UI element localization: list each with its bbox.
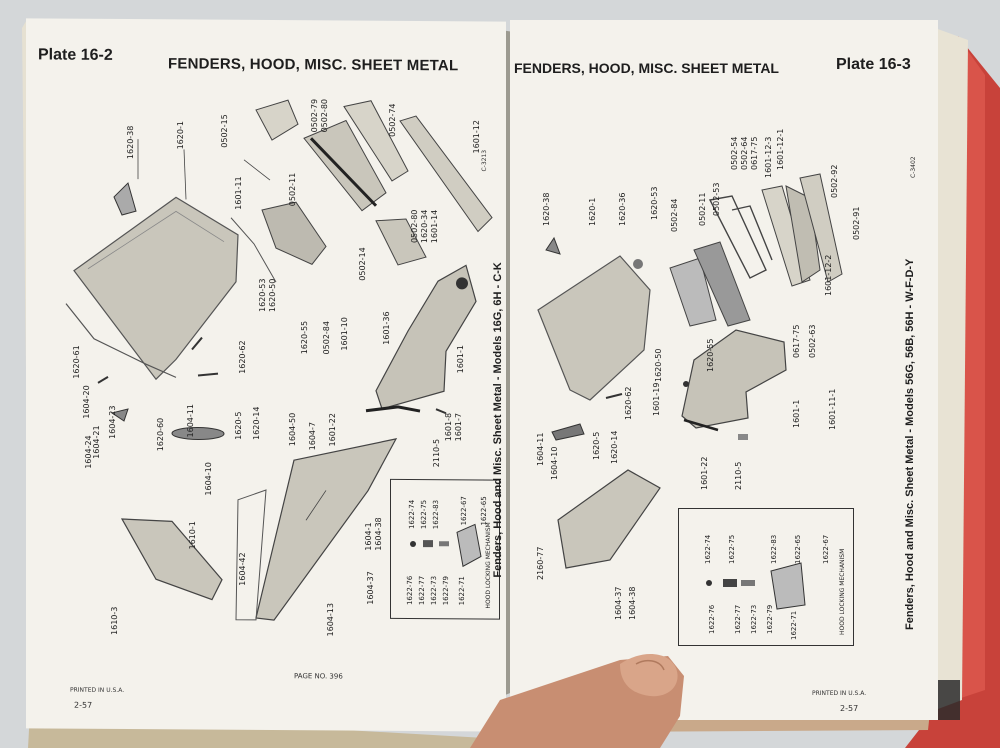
left-page: Plate 16-2 FENDERS, HOOD, MISC. SHEET ME… [26, 18, 506, 732]
left-inset-box: HOOD LOCKING MECHANISM [390, 478, 500, 620]
right-page-title: FENDERS, HOOD, MISC. SHEET METAL [514, 60, 779, 76]
left-inset-diagram [410, 523, 482, 568]
right-inset-diagram [706, 562, 806, 610]
right-page: FENDERS, HOOD, MISC. SHEET METAL Plate 1… [510, 20, 938, 720]
right-parts-diagram [537, 173, 843, 569]
right-folio: 2-57 [840, 704, 859, 713]
right-printed-note: PRINTED IN U.S.A. [812, 690, 867, 697]
right-plate-number: Plate 16-3 [836, 56, 911, 73]
right-inset-box: HOOD LOCKING MECHANISM [678, 508, 854, 646]
left-parts-diagram [65, 99, 493, 621]
